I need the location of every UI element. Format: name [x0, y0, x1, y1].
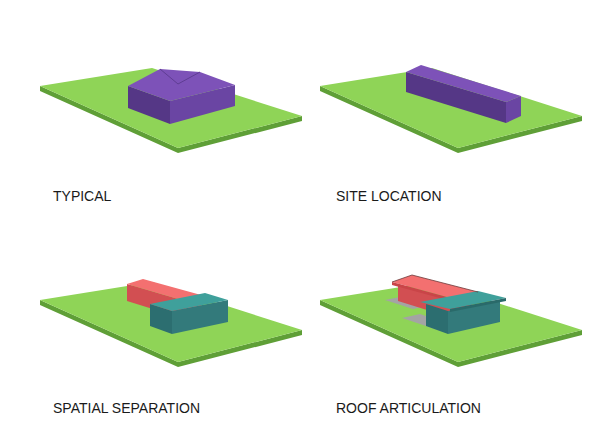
panel-label: ROOF ARTICULATION	[336, 400, 481, 416]
panel-label: TYPICAL	[53, 188, 111, 204]
site-location-panel	[320, 65, 582, 153]
panel-label: SITE LOCATION	[336, 188, 442, 204]
roof-ridge	[160, 69, 200, 84]
teal-volume-roof	[150, 293, 228, 311]
panel-label: SPATIAL SEPARATION	[53, 400, 200, 416]
teal-roof-plate	[420, 291, 506, 309]
ground-plane	[40, 68, 302, 148]
roof-outline	[392, 275, 478, 292]
teal-volume-front	[426, 304, 448, 334]
spatial-separation-panel	[40, 279, 302, 367]
house-roof	[128, 69, 235, 101]
bar-roof	[406, 65, 521, 102]
roof-articulation-panel	[320, 275, 582, 367]
typical-panel	[40, 68, 302, 153]
teal-roof-edge	[450, 298, 506, 312]
